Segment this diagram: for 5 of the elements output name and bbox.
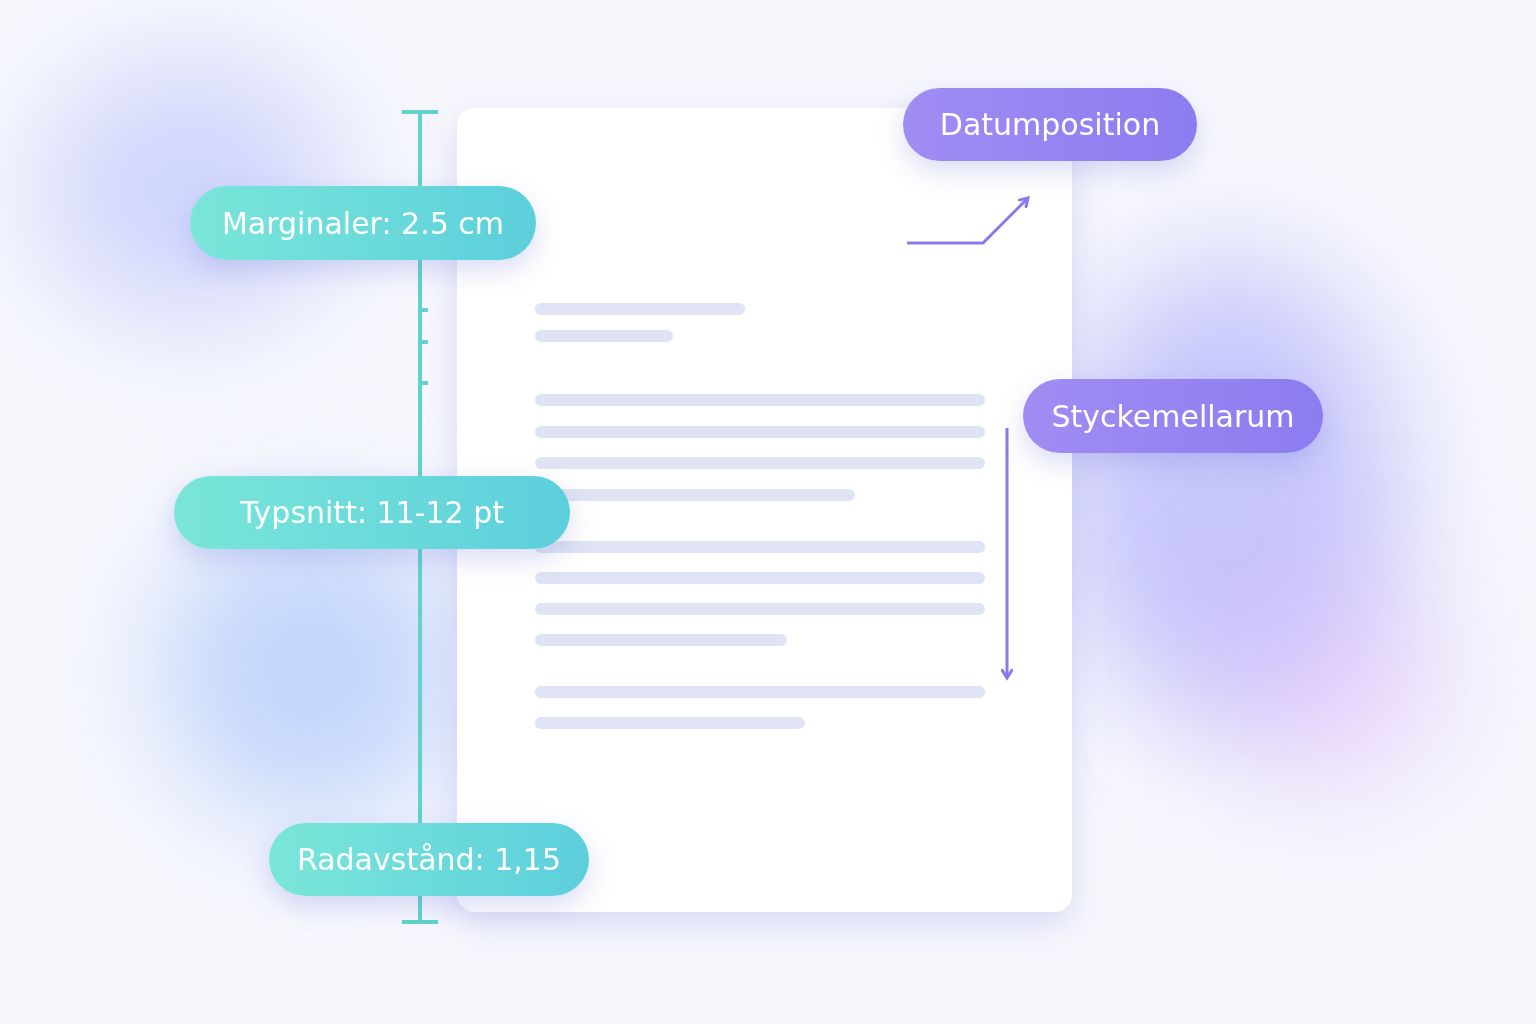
callout-label: Typsnitt: 11-12 pt	[174, 476, 570, 549]
callout-label: Radavstånd: 1,15	[269, 823, 590, 896]
callout-label: Styckemellarum	[1023, 379, 1323, 453]
callout-label: Datumposition	[903, 88, 1197, 161]
callout-label: Marginaler: 2.5 cm	[190, 186, 536, 260]
